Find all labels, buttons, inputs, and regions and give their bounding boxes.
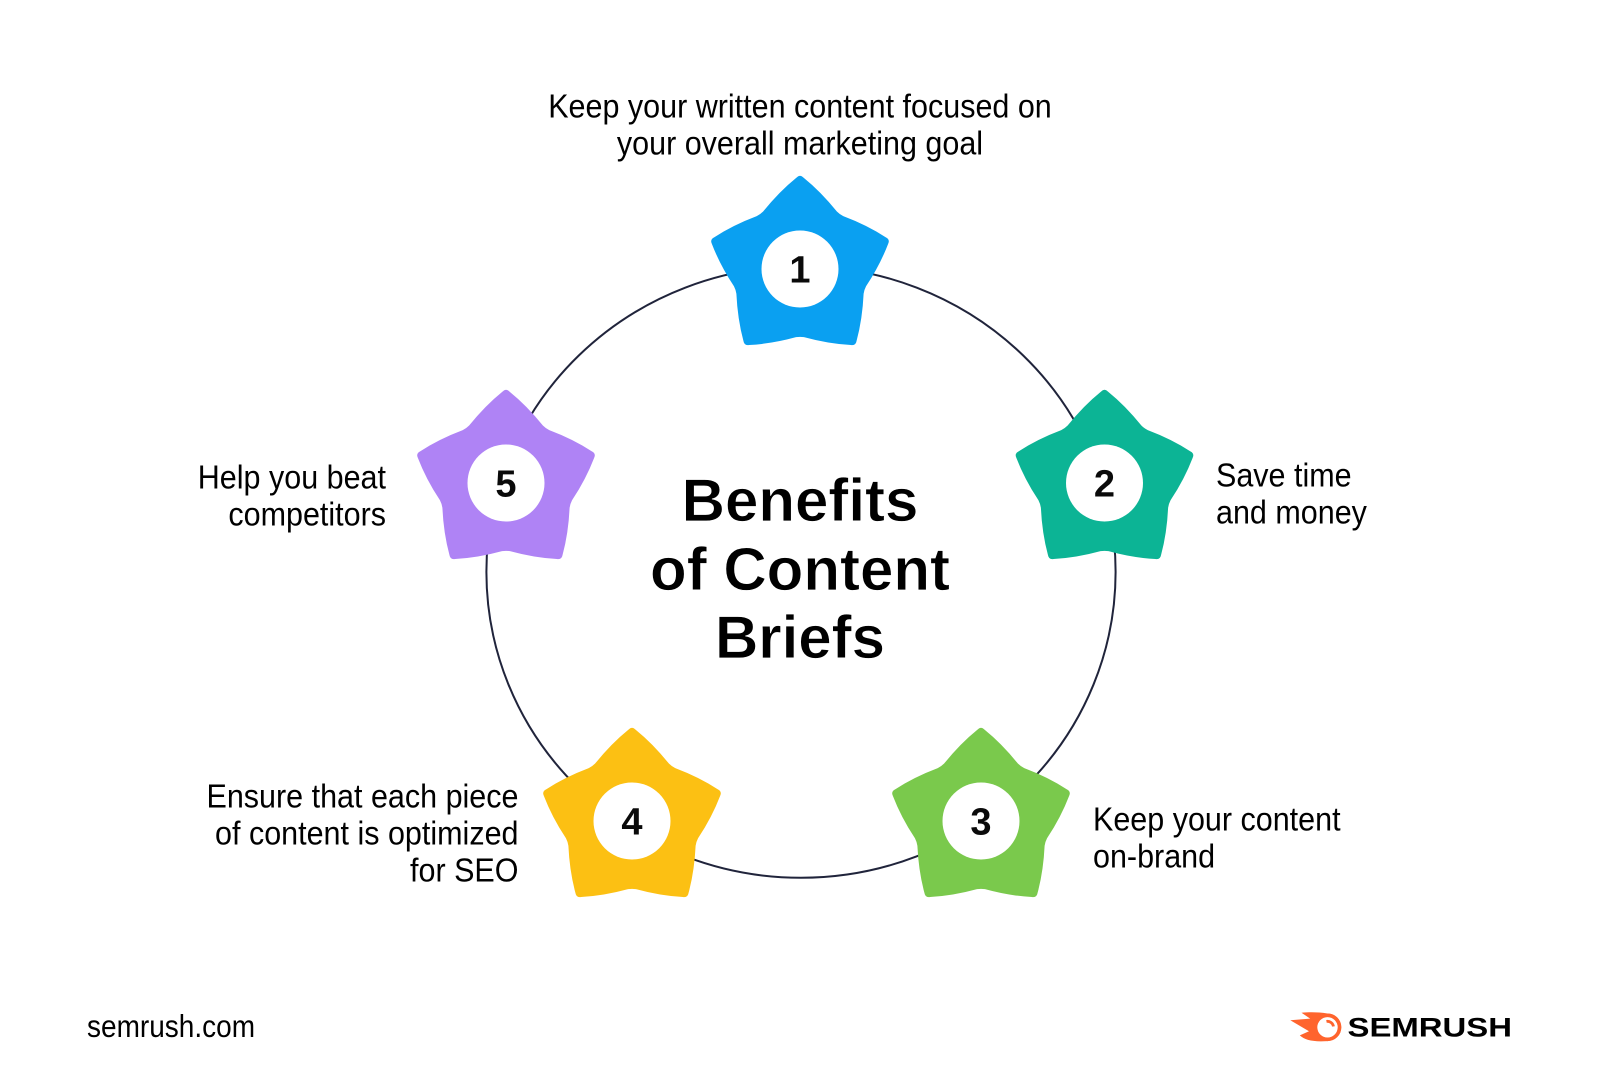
star-number: 1 bbox=[789, 250, 810, 292]
star-number: 5 bbox=[495, 464, 516, 506]
label-line: your overall marketing goal bbox=[616, 124, 984, 162]
flame-ball-highlight bbox=[1326, 1019, 1335, 1027]
number-circle bbox=[593, 782, 671, 860]
site-url: semrush.com bbox=[87, 1008, 256, 1044]
title-line: Benefits bbox=[681, 467, 919, 535]
star-label-2: Save time and money bbox=[1216, 456, 1367, 532]
star-number: 3 bbox=[970, 802, 991, 844]
label-line: Keep your content bbox=[1093, 800, 1341, 838]
star-label-1: Keep your written content focused on you… bbox=[548, 87, 1052, 163]
star-number: 2 bbox=[1094, 464, 1115, 506]
number-circle bbox=[761, 230, 839, 308]
label-line: Help you beat bbox=[197, 458, 386, 496]
title-line: Briefs bbox=[714, 604, 886, 672]
star-label-4: Ensure that each piece of content is opt… bbox=[206, 777, 519, 890]
label-line: Save time bbox=[1216, 456, 1352, 494]
label-line: and money bbox=[1216, 493, 1367, 531]
star-number: 4 bbox=[621, 802, 642, 844]
diagram-title: Benefits of Content Briefs bbox=[650, 467, 951, 673]
star-badge-1: 1 bbox=[711, 175, 889, 346]
flame-ball-ring bbox=[1313, 1013, 1342, 1042]
semrush-wordmark: SEMRUSH bbox=[1348, 1013, 1513, 1043]
number-circle bbox=[1066, 444, 1143, 522]
label-line: of content is optimized bbox=[215, 814, 519, 852]
star-badge-2: 2 bbox=[1015, 389, 1194, 560]
number-circle bbox=[942, 782, 1020, 860]
star-badge-4: 4 bbox=[543, 727, 721, 898]
star-label-3: Keep your content on-brand bbox=[1093, 800, 1341, 876]
label-line: Ensure that each piece bbox=[206, 777, 519, 815]
label-line: for SEO bbox=[410, 851, 519, 889]
semrush-logo: SEMRUSH bbox=[1290, 1012, 1513, 1043]
star-label-5: Help you beat competitors bbox=[197, 458, 386, 534]
label-line: on-brand bbox=[1093, 837, 1216, 875]
star-badge-5: 5 bbox=[417, 389, 595, 560]
label-line: competitors bbox=[228, 495, 386, 533]
semrush-flame-icon bbox=[1290, 1012, 1342, 1042]
star-badge-3: 3 bbox=[892, 727, 1070, 898]
title-line: of Content bbox=[650, 535, 951, 603]
number-circle bbox=[467, 444, 545, 522]
label-line: Keep your written content focused on bbox=[548, 87, 1052, 125]
